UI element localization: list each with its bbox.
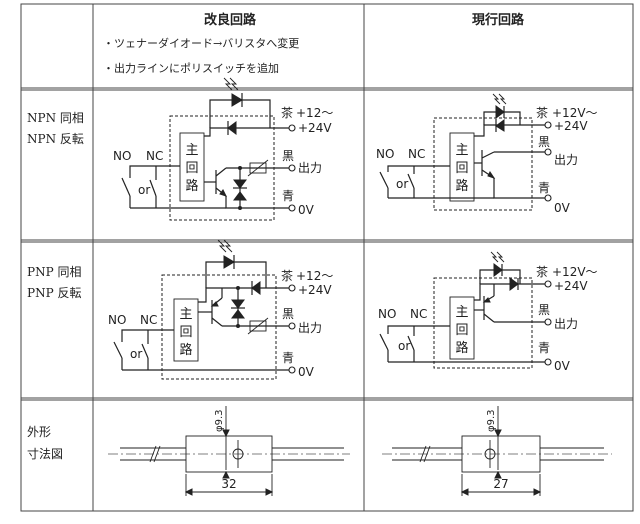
label-black: 黒 [282, 149, 294, 163]
label-plus24: +24V [298, 121, 332, 135]
label-plus12: +12V～ [552, 106, 598, 120]
label-blue: 青 [282, 351, 294, 365]
label-brown: 茶 [281, 268, 293, 283]
label-nc: NC [408, 147, 425, 161]
dims-current-drawing: φ9.3 27 [382, 406, 612, 496]
label-output: 出力 [554, 317, 578, 331]
label-blue: 青 [538, 181, 550, 195]
pnp-current-circuit: 主 回 路 NO NC or 茶 +12V～ +24V [378, 251, 598, 373]
label-0v: 0V [298, 365, 315, 379]
header-improved: 改良回路 [204, 12, 257, 28]
note-zener-to-varistor: ・ツェナーダイオード→バリスタへ変更 [103, 36, 299, 50]
table-grid [20, 3, 634, 512]
label-brown: 茶 [536, 105, 548, 120]
dim-diameter-improved: φ9.3 [214, 410, 225, 433]
label-brown: 茶 [281, 105, 293, 120]
label-nc: NC [410, 307, 427, 321]
label-no: NO [113, 149, 131, 163]
label-brown: 茶 [536, 264, 548, 279]
label-0v: 0V [298, 203, 315, 217]
light-emission-icon [490, 251, 505, 263]
light-emission-icon [492, 93, 507, 105]
label-black: 黒 [282, 307, 294, 321]
dim-diameter-current: φ9.3 [486, 410, 497, 433]
label-plus24: +24V [298, 283, 332, 297]
main-circuit-char-3: 路 [179, 342, 192, 358]
label-or: or [398, 339, 410, 353]
label-plus24: +24V [554, 119, 588, 133]
main-circuit-char-3: 路 [455, 178, 468, 194]
label-black: 黒 [538, 135, 550, 149]
main-circuit-char-1: 主 [179, 307, 192, 322]
dim-length-current: 27 [493, 477, 508, 491]
label-plus24: +24V [554, 279, 588, 293]
main-circuit-char-1: 主 [455, 305, 468, 320]
label-no: NO [376, 147, 394, 161]
label-output: 出力 [554, 153, 578, 167]
light-emission-icon [223, 77, 239, 91]
label-output: 出力 [298, 161, 322, 175]
main-circuit-char-2: 回 [455, 323, 468, 338]
label-plus12: +12～ [296, 269, 333, 283]
row-label-pnp-1: PNP 同相 [27, 265, 81, 279]
row-label-pnp-2: PNP 反転 [27, 286, 81, 300]
label-black: 黒 [538, 303, 550, 317]
main-circuit-char-2: 回 [185, 161, 198, 176]
main-circuit-char-1: 主 [185, 143, 198, 158]
main-circuit-char-3: 路 [455, 340, 468, 356]
note-add-polyswitch: ・出力ラインにポリスイッチを追加 [103, 61, 279, 75]
label-plus12: +12V～ [552, 265, 598, 279]
label-blue: 青 [538, 341, 550, 355]
label-0v: 0V [554, 359, 571, 373]
label-or: or [138, 183, 150, 197]
label-0v: 0V [554, 201, 571, 215]
main-circuit-char-1: 主 [455, 143, 468, 158]
dim-length-improved: 32 [221, 477, 236, 491]
row-label-dims-1: 外形 [27, 425, 51, 439]
label-blue: 青 [282, 189, 294, 203]
label-nc: NC [146, 149, 163, 163]
label-no: NO [108, 313, 126, 327]
label-or: or [130, 347, 142, 361]
label-output: 出力 [298, 321, 322, 335]
dims-improved-drawing: φ9.3 32 [108, 406, 350, 496]
label-nc: NC [140, 313, 157, 327]
label-plus12: +12～ [296, 106, 333, 120]
npn-current-circuit: 主 回 路 NO NC or 茶 +12V～ +24V [376, 93, 598, 215]
light-emission-icon [217, 239, 233, 253]
label-or: or [396, 177, 408, 191]
row-label-npn-1: NPN 同相 [27, 111, 84, 125]
pnp-improved-circuit: 主 回 路 [108, 239, 333, 380]
main-circuit-char-3: 路 [185, 178, 198, 194]
main-circuit-char-2: 回 [179, 325, 192, 340]
header-current: 現行回路 [472, 12, 525, 28]
row-label-npn-2: NPN 反転 [27, 132, 84, 146]
npn-improved-circuit: 主 回 路 [113, 77, 333, 221]
row-label-dims-2: 寸法図 [27, 447, 63, 461]
label-no: NO [378, 307, 396, 321]
main-circuit-char-2: 回 [455, 161, 468, 176]
